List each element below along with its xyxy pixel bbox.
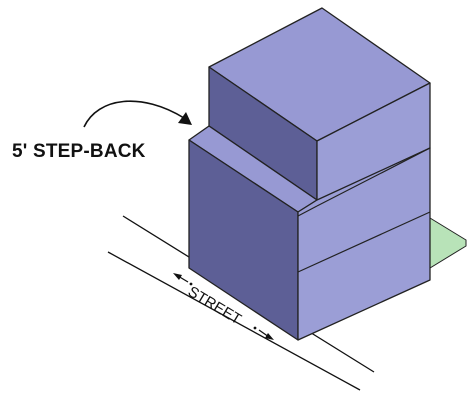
adjacent-lot-green: [429, 217, 467, 269]
street-line-outer: [107, 251, 361, 391]
podium-side: [297, 147, 431, 341]
upper-tower: [208, 7, 431, 207]
floor-line-upper: [316, 147, 431, 207]
double-headed-arrow-icon: [173, 273, 274, 340]
step-back-label: 5' STEP-BACK: [12, 141, 146, 162]
floor-line-middle: [297, 205, 318, 217]
curved-arrow-icon: [83, 100, 192, 128]
floor-line-lower-a: [297, 211, 431, 273]
podium: [188, 125, 431, 341]
floor-lines: [297, 147, 431, 273]
